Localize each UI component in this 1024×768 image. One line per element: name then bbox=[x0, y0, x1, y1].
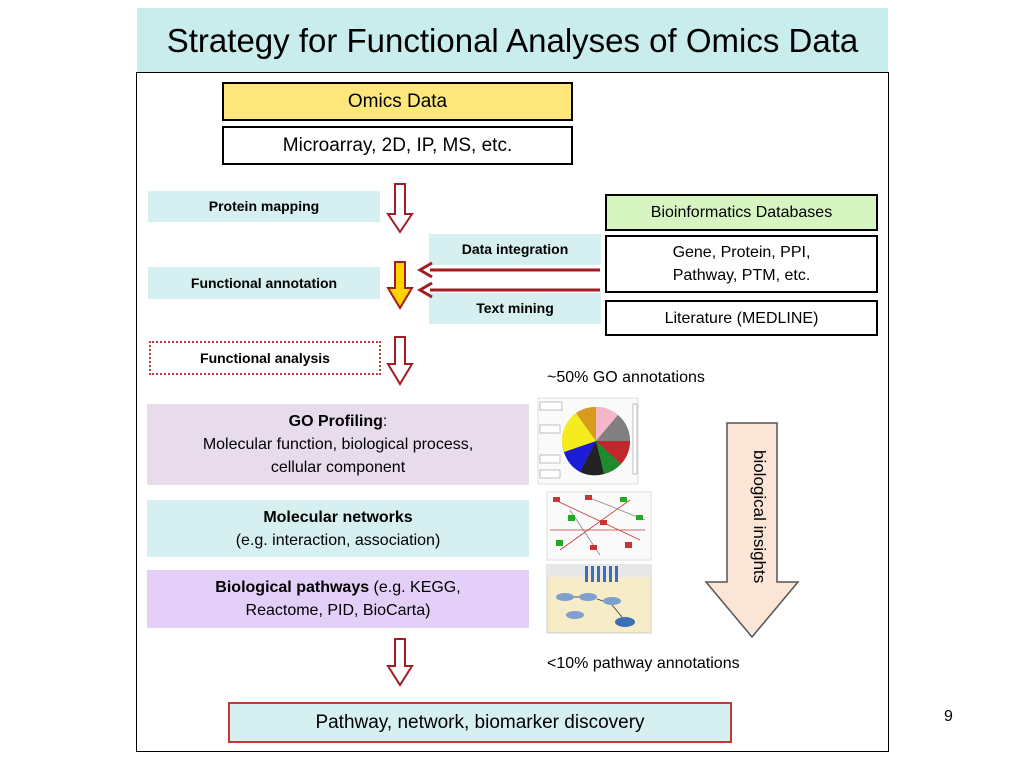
label-data-integration: Data integration bbox=[429, 234, 601, 265]
molecular-networks-sub: (e.g. interaction, association) bbox=[235, 531, 441, 549]
db-gene-protein-line: Gene, Protein, PPI, bbox=[672, 244, 811, 261]
biological-pathways-sub1: (e.g. KEGG, bbox=[369, 579, 461, 596]
go-profiling-line1: Molecular function, biological process, bbox=[202, 436, 474, 453]
go-pie-chart-thumbnail bbox=[537, 397, 639, 485]
bioinformatics-databases-header: Bioinformatics Databases bbox=[605, 194, 878, 231]
network-thumbnail bbox=[546, 491, 652, 561]
pathway-coverage-note: <10% pathway annotations bbox=[547, 655, 740, 672]
go-profiling-title: GO Profiling bbox=[288, 413, 383, 430]
go-coverage-note: ~50% GO annotations bbox=[547, 369, 705, 386]
down-arrow-4-icon bbox=[386, 638, 414, 687]
page-number: 9 bbox=[944, 708, 953, 725]
db-literature-box: Literature (MEDLINE) bbox=[605, 300, 878, 336]
molecular-networks-box: Molecular networks (e.g. interaction, as… bbox=[147, 500, 529, 557]
text-mining-arrow-icon bbox=[417, 281, 600, 299]
molecular-networks-title: Molecular networks bbox=[263, 508, 413, 526]
title-band bbox=[137, 8, 888, 72]
omics-data-header: Omics Data bbox=[222, 82, 573, 121]
discovery-box: Pathway, network, biomarker discovery bbox=[228, 702, 732, 743]
down-arrow-3-icon bbox=[386, 336, 414, 386]
omics-data-sources: Microarray, 2D, IP, MS, etc. bbox=[222, 126, 573, 165]
pathway-thumbnail bbox=[546, 564, 652, 634]
down-arrow-1-icon bbox=[386, 183, 414, 234]
step-functional-analysis: Functional analysis bbox=[149, 341, 381, 375]
go-profiling-box: GO Profiling: Molecular function, biolog… bbox=[147, 404, 529, 485]
integration-arrow-icon bbox=[417, 261, 600, 279]
biological-insights-label: biological insights bbox=[750, 450, 769, 584]
go-profiling-colon: : bbox=[382, 413, 388, 430]
biological-pathways-title: Biological pathways bbox=[215, 579, 370, 596]
biological-pathways-box: Biological pathways (e.g. KEGG, Reactome… bbox=[147, 570, 529, 628]
step-protein-mapping: Protein mapping bbox=[148, 191, 380, 222]
go-profiling-line2: cellular component bbox=[270, 459, 406, 476]
db-gene-protein-box: Gene, Protein, PPI, Pathway, PTM, etc. bbox=[605, 235, 878, 293]
biological-insights-arrow-icon bbox=[704, 422, 800, 639]
biological-pathways-line1: Biological pathways (e.g. KEGG, bbox=[215, 576, 460, 599]
slide-title: Strategy for Functional Analyses of Omic… bbox=[166, 22, 859, 59]
biological-pathways-sub2: Reactome, PID, BioCarta) bbox=[245, 602, 431, 619]
go-profiling-heading: GO Profiling: bbox=[289, 410, 388, 433]
content-frame bbox=[136, 72, 889, 752]
down-arrow-2-icon bbox=[386, 261, 414, 310]
db-pathway-ptm-line: Pathway, PTM, etc. bbox=[672, 267, 811, 284]
label-text-mining: Text mining bbox=[429, 293, 601, 324]
step-functional-annotation: Functional annotation bbox=[148, 267, 380, 299]
